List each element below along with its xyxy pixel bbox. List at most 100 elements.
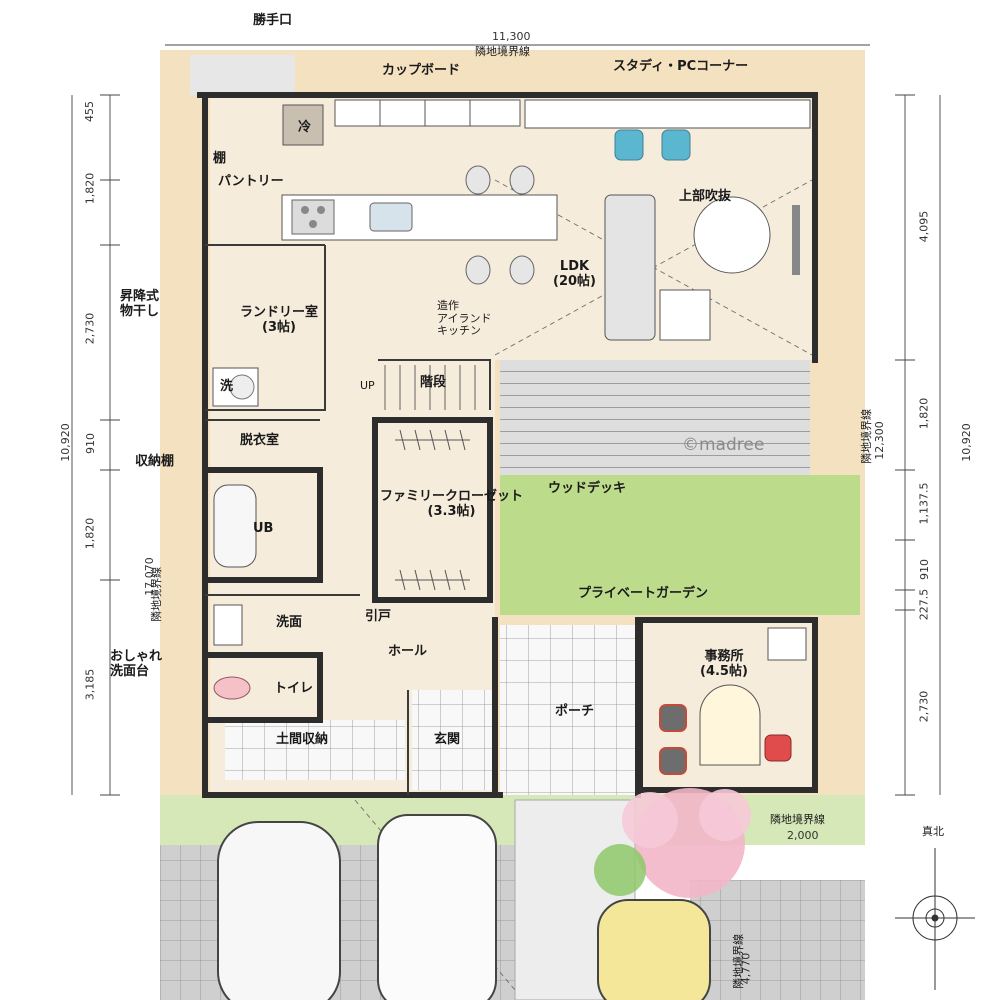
label-wood-deck: ウッドデッキ [548, 481, 627, 496]
dim-left-seg: 3,185 [83, 668, 97, 701]
private-garden-area [500, 475, 860, 615]
dining-chair [509, 165, 535, 195]
label-up: UP [360, 379, 375, 392]
wall-bath [202, 467, 323, 583]
label-cupboard: カップボード [382, 63, 461, 78]
laundry-name: ランドリー室 [240, 305, 319, 320]
wall-laundry [205, 245, 326, 411]
label-north: 真北 [922, 825, 944, 838]
fridge [282, 104, 324, 146]
dim-left-seg: 455 [83, 101, 96, 122]
label-toilet: トイレ [274, 681, 314, 696]
car-right [597, 899, 711, 1000]
dining-chair [465, 255, 491, 285]
office-size: (4.5帖) [700, 663, 748, 679]
label-service-door: 勝手口 [253, 13, 293, 28]
label-entrance: 玄関 [434, 732, 461, 747]
label-drying: 昇降式 物干し [120, 289, 160, 320]
wall-closet [372, 417, 493, 603]
family-closet-size: (3.3帖) [427, 503, 476, 519]
study-chair-2 [661, 129, 691, 161]
label-fridge: 冷 [298, 120, 312, 135]
ldk-name: LDK [559, 259, 590, 274]
drying-line-1: 昇降式 [120, 289, 160, 304]
entrance-area [412, 690, 497, 790]
label-island-kitchen: 造作 アイランド キッチン [437, 299, 492, 338]
dim-right-seg: 4,095 [917, 210, 931, 243]
porch-area [500, 625, 638, 795]
dim-left-total: 10,920 [58, 423, 72, 462]
label-family-closet: ファミリークローゼット (3.3帖) [380, 489, 523, 520]
study-desk [524, 99, 811, 129]
island-line-1: 造作 [437, 299, 459, 312]
office-desk [699, 684, 761, 766]
bathtub [213, 484, 257, 568]
cupboard [334, 99, 521, 127]
stylish-line-1: おしゃれ [110, 649, 163, 664]
dim-right-seg: 910 [918, 559, 931, 580]
label-laundry: ランドリー室 (3帖) [240, 305, 319, 336]
dim-bottom-boundary: 2,000 [787, 829, 819, 842]
cooktop [291, 199, 335, 235]
dim-left-seg: 2,730 [83, 312, 97, 345]
dim-right-seg: 1,137.5 [917, 482, 931, 525]
island-line-3: キッチン [437, 324, 481, 338]
wall-stairs [378, 359, 491, 410]
label-boundary-bottom: 隣地境界線 [770, 813, 825, 826]
watermark: ©madree [682, 435, 765, 455]
label-stylish-vanity: おしゃれ 洗面台 [110, 649, 163, 680]
wall-toilet [207, 652, 323, 723]
dim-car-boundary: 4,770 [739, 952, 753, 985]
label-private-garden: プライベートガーデン [578, 586, 709, 601]
office-shelf [767, 627, 807, 661]
label-dressing: 脱衣室 [240, 433, 280, 448]
sofa [604, 194, 656, 341]
dining-chair [465, 165, 491, 195]
dim-right-seg: 2,730 [917, 690, 931, 723]
dim-right-seg: 1,820 [917, 397, 931, 430]
drying-line-2: 物干し [120, 303, 160, 319]
label-storage-shelf: 収納棚 [135, 454, 175, 469]
office-name: 事務所 [704, 649, 744, 664]
shrub [594, 844, 646, 896]
vanity [213, 604, 243, 646]
dim-left-boundary: 17,070 [142, 557, 156, 596]
dim-left-seg: 910 [84, 433, 97, 454]
label-boundary-top: 隣地境界線 [475, 45, 530, 58]
label-washroom: 洗面 [276, 615, 303, 630]
label-pantry: パントリー [218, 174, 284, 189]
laundry-size: (3帖) [262, 319, 296, 335]
dim-left-seg: 1,820 [83, 172, 97, 205]
tv-board [792, 205, 800, 275]
wood-deck-area [500, 360, 810, 475]
dining-chair [509, 255, 535, 285]
label-earth-storage: 土間収納 [276, 732, 329, 747]
sink [369, 202, 413, 232]
dim-right-total: 10,920 [959, 423, 973, 462]
toilet-bowl [213, 676, 251, 700]
dim-right-seg: 227.5 [917, 588, 931, 621]
label-washer: 洗 [220, 379, 234, 394]
label-shelf: 棚 [213, 151, 227, 166]
label-office: 事務所 (4.5帖) [700, 649, 748, 680]
service-yard [190, 55, 295, 95]
dim-right-boundary: 12,300 [872, 421, 886, 460]
office-chair [659, 704, 687, 732]
ldk-size: (20帖) [553, 273, 596, 289]
label-stairs: 階段 [420, 375, 447, 390]
office-chair-red [764, 734, 792, 762]
coffee-table [659, 289, 711, 341]
label-ldk: LDK (20帖) [553, 259, 596, 290]
dim-top-width: 11,300 [492, 30, 531, 43]
study-chair-1 [614, 129, 644, 161]
island-line-2: アイランド [437, 311, 492, 325]
earth-storage-area [225, 720, 405, 780]
label-study-corner: スタディ・PCコーナー [613, 59, 749, 74]
north-arrow [895, 848, 975, 990]
car-left [217, 821, 341, 1000]
round-table [693, 196, 771, 274]
car-middle [377, 814, 497, 1000]
label-sliding-door: 引戸 [365, 609, 392, 624]
